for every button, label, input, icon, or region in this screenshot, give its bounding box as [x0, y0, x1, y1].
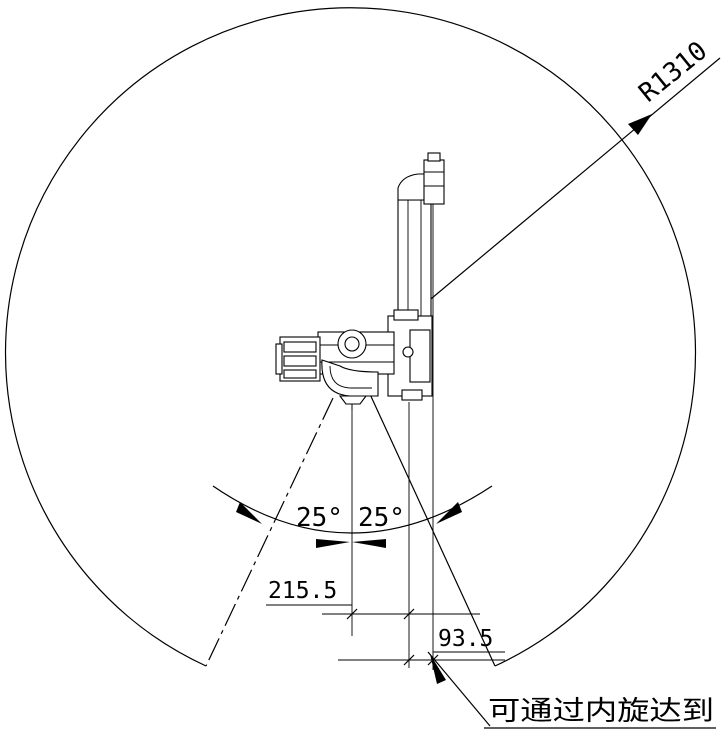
robot-arm-drawing — [275, 152, 445, 410]
left-limit-line — [205, 397, 334, 667]
angle-arrow-center-right — [352, 539, 386, 548]
workspace-boundary-arc — [4, 7, 697, 667]
note-leader-line — [427, 651, 491, 727]
note-label: 可通过内旋达到 — [488, 696, 714, 727]
dim-right-label: 93.5 — [438, 626, 493, 652]
dim-93-tick-left — [403, 654, 415, 666]
note-leader-arrow — [430, 654, 446, 684]
angle-left-label: 25° — [296, 503, 343, 533]
angle-arrow-left-outer — [236, 502, 262, 524]
angle-dimension-arc — [212, 485, 493, 534]
radius-leader-line — [407, 57, 721, 319]
dim-215-tick-left — [346, 608, 358, 620]
dim-215-tick-right — [403, 608, 415, 620]
right-limit-line — [368, 391, 496, 667]
dim-left-label: 215.5 — [268, 578, 337, 604]
angle-right-label: 25° — [358, 503, 405, 533]
angle-arrow-center-left — [316, 539, 350, 548]
radius-arrowhead — [628, 114, 652, 135]
angle-arrow-right-outer — [436, 502, 462, 524]
